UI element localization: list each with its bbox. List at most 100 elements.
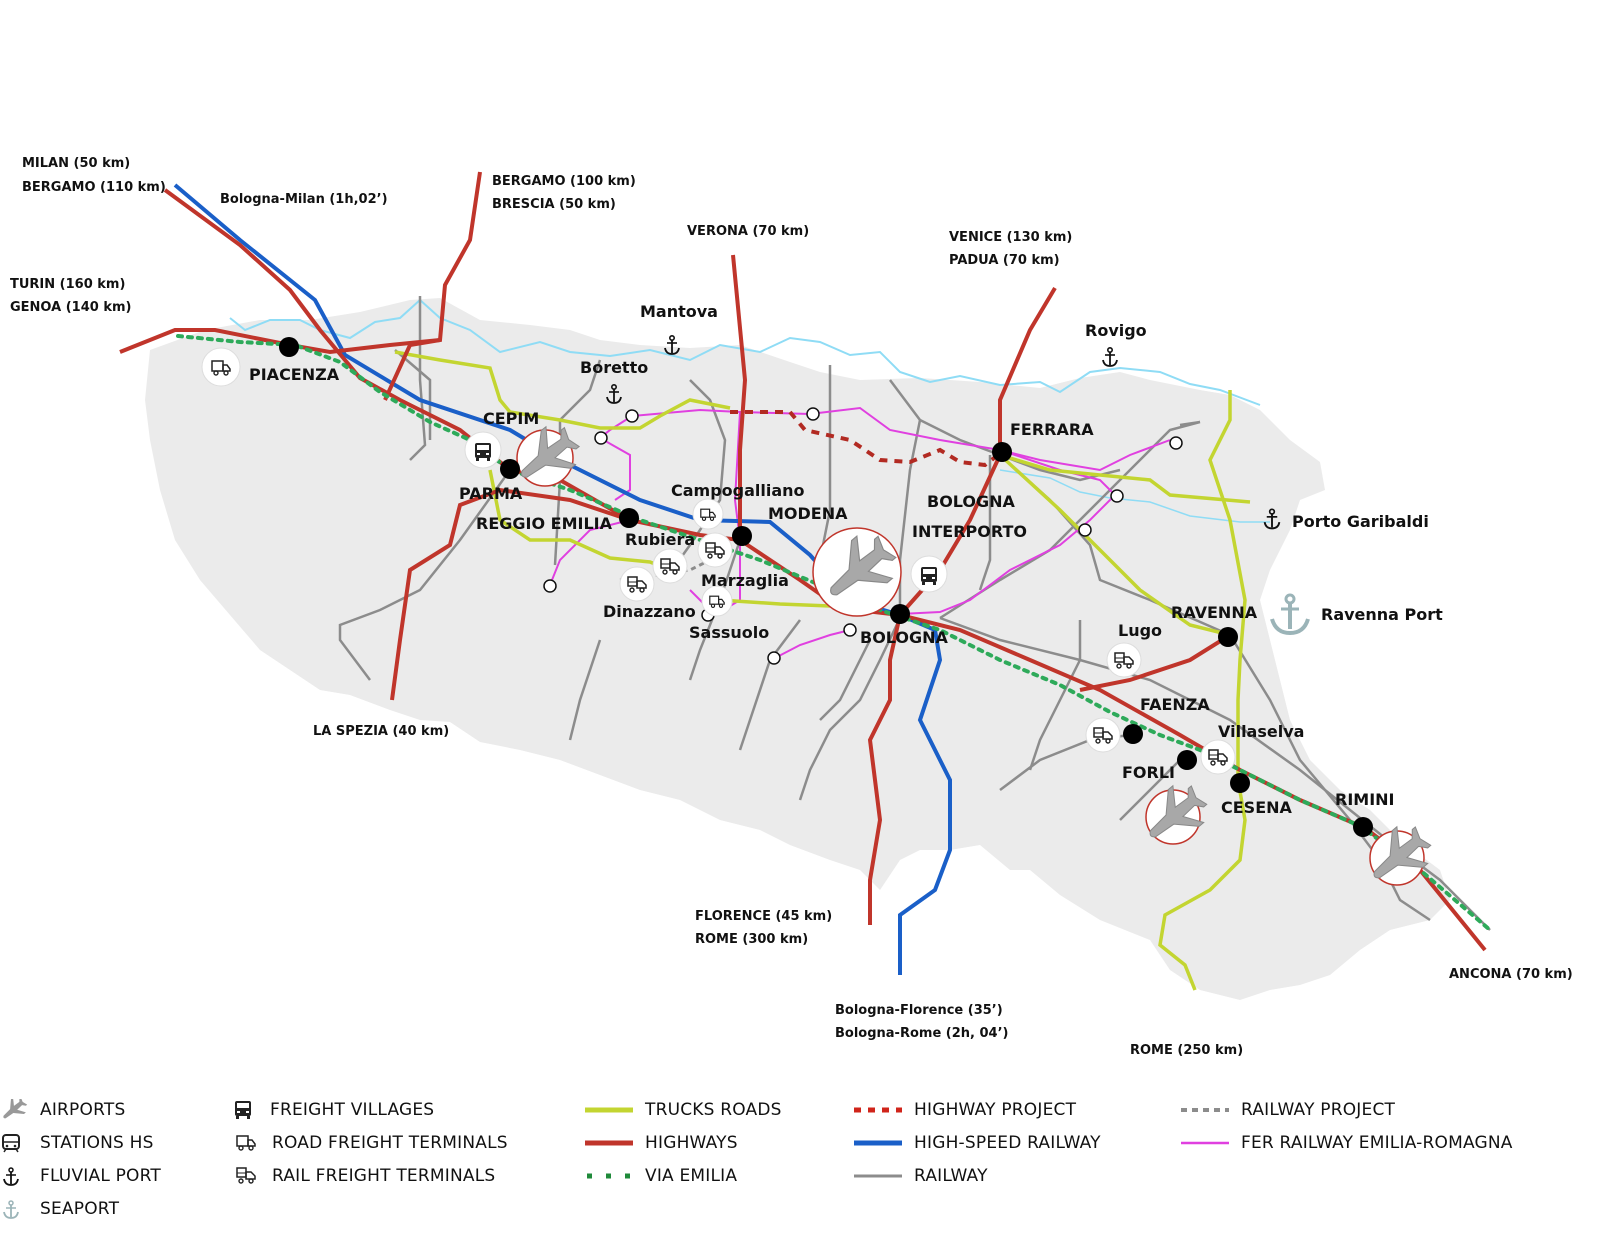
label-bergamo-100: BERGAMO (100 km) [492, 174, 636, 189]
legend-highways: HIGHWAYS [585, 1130, 738, 1156]
freight-village-cepim [464, 431, 502, 469]
label-bologna-milan: Bologna-Milan (1h,02’) [220, 192, 388, 207]
city-dots [279, 337, 1373, 837]
label-bologna-florence: Bologna-Florence (35’) [835, 1003, 1003, 1018]
label-cesena: CESENA [1221, 798, 1293, 817]
train-icon [2, 1134, 20, 1153]
railway-project-swatch [1181, 1108, 1229, 1112]
region-shape [145, 298, 1450, 1000]
seaport-anchor-icon [3, 1200, 19, 1219]
legend-stations-hs: STATIONS HS [0, 1130, 154, 1156]
label-bologna-interporto-1: BOLOGNA [927, 492, 1016, 511]
seaport-anchor-icon [1270, 593, 1310, 636]
truck-icon [236, 1135, 256, 1151]
airport-bologna [812, 525, 906, 617]
rail-freight-terminal-villaselva [1200, 739, 1236, 775]
label-bologna-interporto-2: INTERPORTO [912, 522, 1027, 541]
legend-railway-project: RAILWAY PROJECT [1181, 1097, 1395, 1123]
label-sassuolo: Sassuolo [689, 623, 769, 642]
highway-project-swatch [854, 1107, 902, 1113]
highway-project [730, 410, 1000, 468]
rail-freight-terminal-faenza [1085, 717, 1121, 753]
label-ferrara: FERRARA [1010, 420, 1094, 439]
anchor-icon [664, 334, 680, 355]
via-emilia-swatch [587, 1173, 633, 1179]
road-freight-terminal-marzaglia [701, 585, 733, 617]
label-porto-garibaldi: Porto Garibaldi [1292, 512, 1429, 531]
label-ravenna: RAVENNA [1171, 603, 1258, 622]
airport-rimini [1358, 817, 1439, 896]
label-boretto: Boretto [580, 358, 648, 377]
label-florence: FLORENCE (45 km) [695, 909, 832, 924]
bus-icon [235, 1101, 251, 1119]
label-faenza: FAENZA [1140, 695, 1210, 714]
po-river [229, 298, 1261, 406]
high-speed-swatch [854, 1140, 902, 1146]
fer-railway-swatch [1181, 1141, 1229, 1145]
rail-freight-terminal-rubiera [697, 532, 733, 568]
rail-freight-terminal-lugo [1106, 642, 1142, 678]
label-parma: PARMA [459, 484, 523, 503]
rail-freight-terminal-dinazzano [619, 566, 655, 602]
label-ravenna-port: Ravenna Port [1321, 605, 1443, 624]
railway-swatch [854, 1174, 902, 1178]
label-dinazzano: Dinazzano [603, 602, 696, 621]
label-verona: VERONA (70 km) [687, 224, 809, 239]
label-brescia: BRESCIA (50 km) [492, 197, 616, 212]
rail-freight-terminal [652, 548, 688, 584]
label-forli: FORLI [1122, 763, 1175, 782]
label-bologna: BOLOGNA [860, 628, 949, 647]
label-turin: TURIN (160 km) [10, 277, 125, 292]
emilia-romagna-logistics-map: PIACENZA CEPIM PARMA REGGIO EMILIA MODEN… [10, 156, 1573, 1058]
anchor-icon [3, 1167, 19, 1186]
freight-village-interporto [910, 555, 948, 593]
legend-road-freight-terminals: ROAD FREIGHT TERMINALS [232, 1130, 508, 1156]
high-speed-railway [173, 183, 952, 975]
label-rome-250: ROME (250 km) [1130, 1043, 1243, 1058]
legend-fer-railway: FER RAILWAY EMILIA-ROMAGNA [1181, 1130, 1513, 1156]
road-freight-terminal-campogalliano [692, 498, 724, 530]
label-genoa: GENOA (140 km) [10, 300, 131, 315]
label-marzaglia: Marzaglia [701, 571, 789, 590]
airplane-icon [3, 1099, 28, 1119]
road-freight-terminal-piacenza [201, 347, 241, 387]
label-milan: MILAN (50 km) [22, 156, 130, 171]
map-legend: AIRPORTS STATIONS HS FLUVIAL PORT SEAPOR… [0, 1099, 1612, 1256]
trucks-roads-swatch [585, 1107, 633, 1113]
label-la-spezia: LA SPEZIA (40 km) [313, 724, 449, 739]
airport-parma [506, 417, 588, 496]
label-rome-300: ROME (300 km) [695, 932, 808, 947]
anchor-icon [1102, 346, 1118, 367]
label-reggio-emilia: REGGIO EMILIA [476, 514, 613, 533]
label-mantova: Mantova [640, 302, 718, 321]
rail-freight-icon [236, 1167, 256, 1184]
legend-fluvial-port: FLUVIAL PORT [0, 1163, 161, 1189]
label-cepim: CEPIM [483, 409, 539, 428]
legend-highway-project: HIGHWAY PROJECT [854, 1097, 1076, 1123]
label-ancona: ANCONA (70 km) [1449, 967, 1573, 982]
legend-high-speed-railway: HIGH-SPEED RAILWAY [854, 1130, 1101, 1156]
station-dots [543, 407, 1183, 665]
label-padua: PADUA (70 km) [949, 253, 1060, 268]
legend-via-emilia: VIA EMILIA [585, 1163, 737, 1189]
legend-freight-villages: FREIGHT VILLAGES [230, 1097, 434, 1123]
label-rubiera: Rubiera [625, 530, 695, 549]
trucks-roads [394, 350, 1251, 991]
label-rovigo: Rovigo [1085, 321, 1147, 340]
airport-forli [1134, 776, 1215, 855]
legend-railway: RAILWAY [854, 1163, 988, 1189]
label-modena: MODENA [768, 504, 848, 523]
label-bergamo-110: BERGAMO (110 km) [22, 180, 166, 195]
label-venice: VENICE (130 km) [949, 230, 1072, 245]
legend-airports: AIRPORTS [0, 1097, 125, 1123]
label-villaselva: Villaselva [1218, 722, 1304, 741]
legend-rail-freight-terminals: RAIL FREIGHT TERMINALS [232, 1163, 495, 1189]
label-campogalliano: Campogalliano [671, 481, 805, 500]
fer-railway [549, 406, 1171, 659]
label-lugo: Lugo [1118, 621, 1162, 640]
legend-seaport: SEAPORT [0, 1196, 119, 1222]
legend-trucks-roads: TRUCKS ROADS [585, 1097, 782, 1123]
label-bologna-rome: Bologna-Rome (2h, 04’) [835, 1026, 1008, 1041]
label-piacenza: PIACENZA [249, 365, 340, 384]
highways-swatch [585, 1140, 633, 1146]
